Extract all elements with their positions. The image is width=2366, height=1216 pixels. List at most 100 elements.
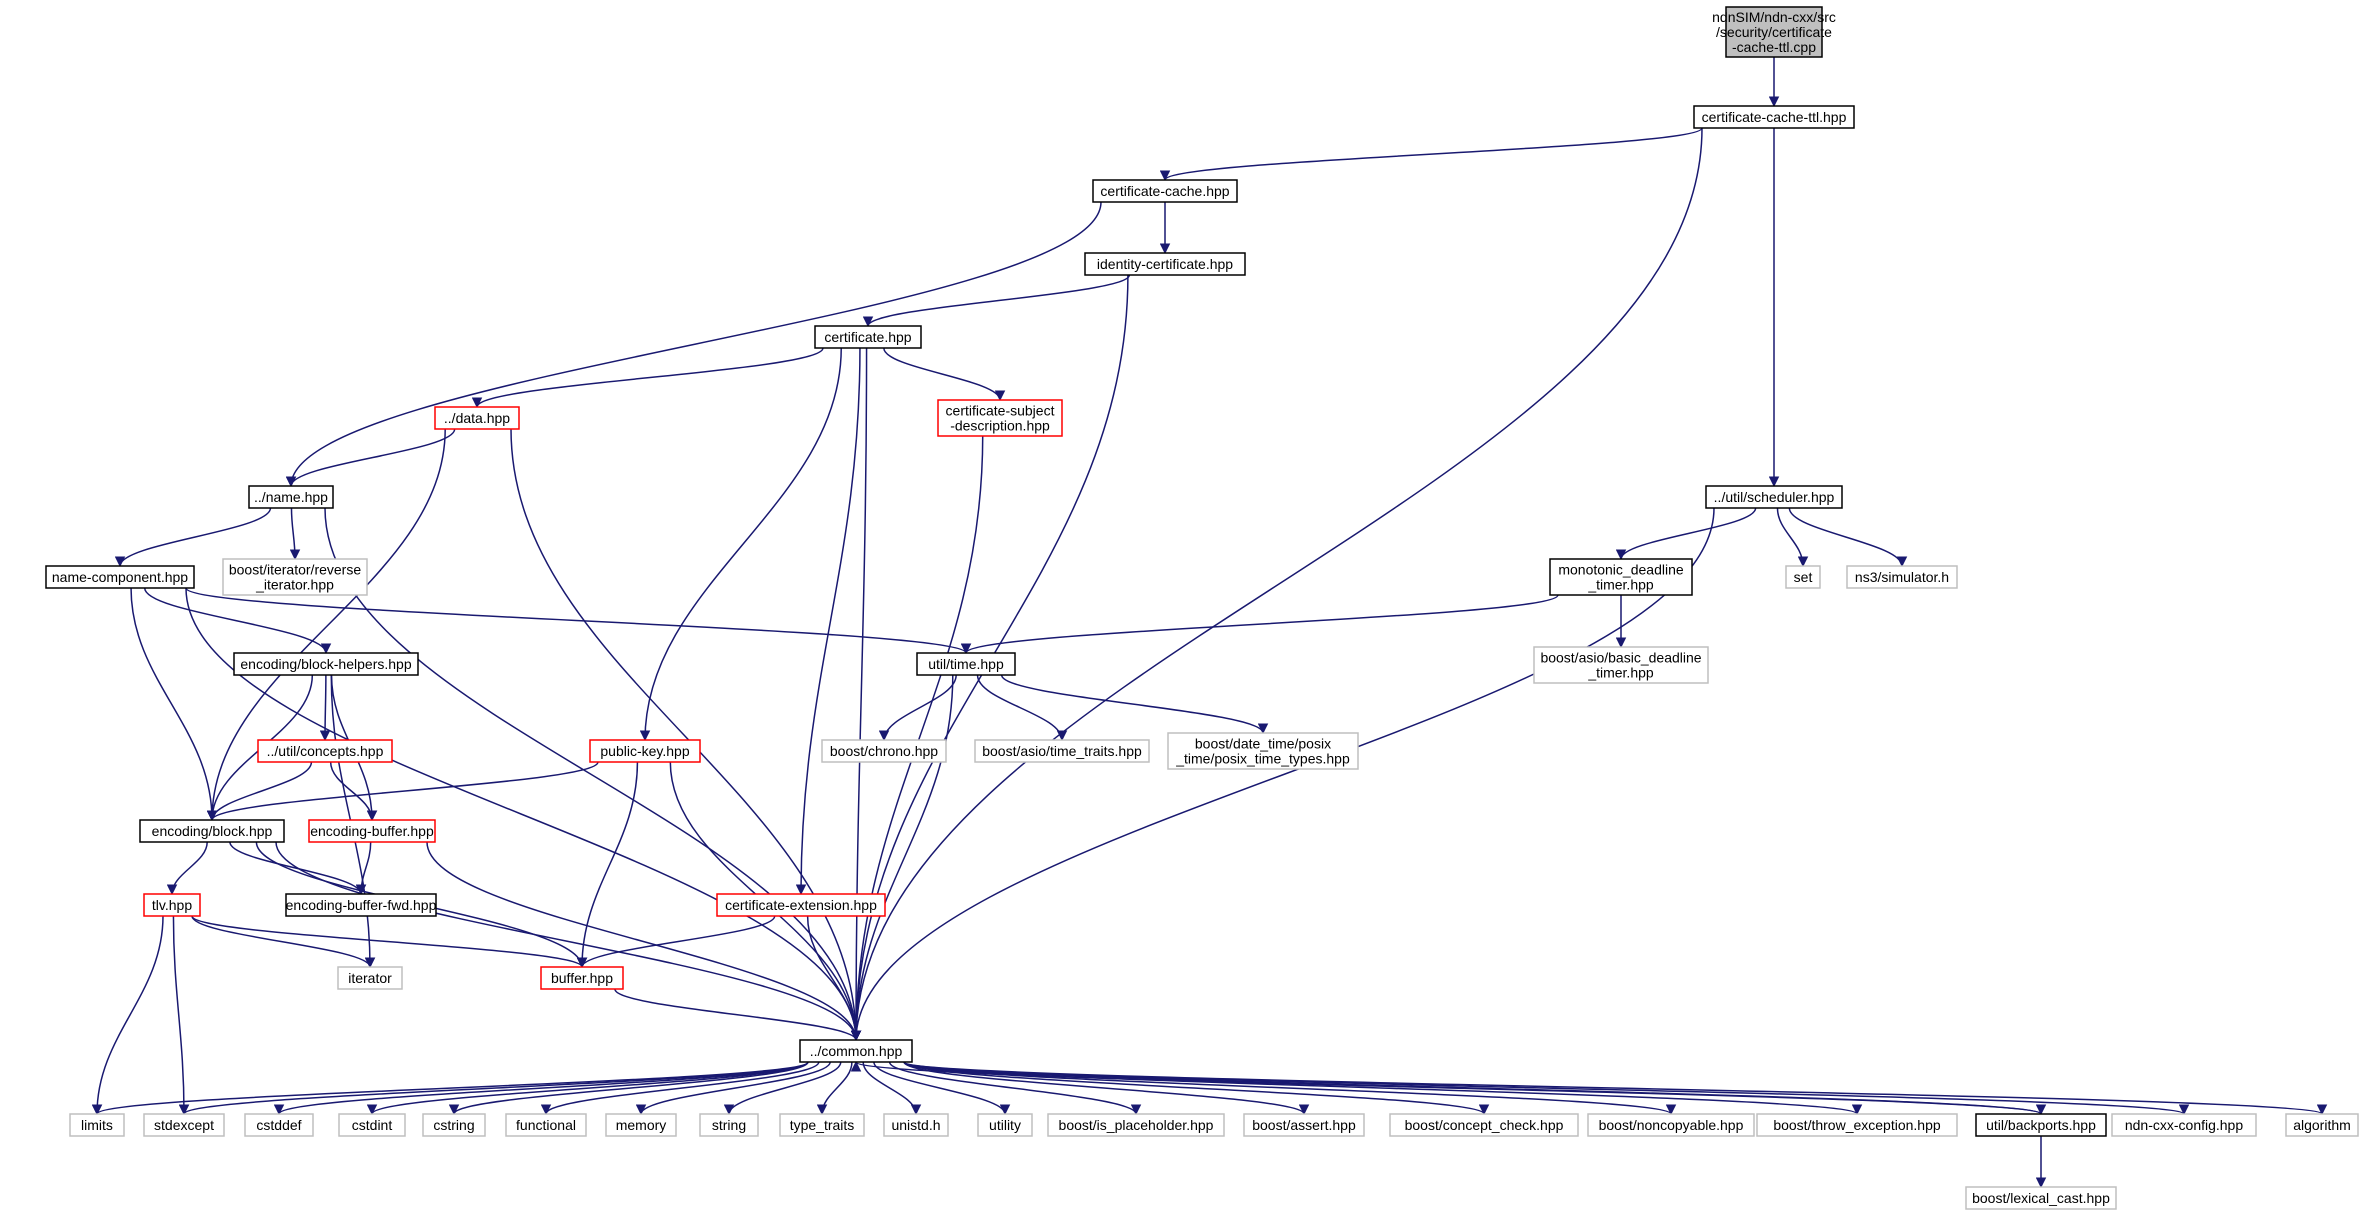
node-lexcast: boost/lexical_cast.hpp — [1965, 1186, 2117, 1210]
node-box — [699, 1113, 759, 1137]
edges-layer — [91, 56, 2327, 1189]
node-csd[interactable]: certificate-subject-description.hpp — [937, 399, 1063, 437]
node-label: boost/noncopyable.hpp — [1599, 1117, 1744, 1133]
node-label: ../util/concepts.hpp — [267, 743, 384, 759]
edge-cert-to-data — [471, 347, 824, 409]
node-label: boost/asio/basic_deadline — [1540, 650, 1701, 666]
node-label: tlv.hpp — [152, 897, 192, 913]
node-ic[interactable]: identity-certificate.hpp — [1084, 252, 1246, 276]
node-label: limits — [81, 1117, 113, 1133]
node-label: certificate-subject — [946, 403, 1055, 419]
edge-name-to-nc — [114, 507, 272, 568]
node-box — [2111, 1113, 2257, 1137]
node-box — [257, 739, 393, 763]
node-certext[interactable]: certificate-extension.hpp — [716, 893, 886, 917]
node-ebfwd[interactable]: encoding-buffer-fwd.hpp — [285, 893, 437, 917]
node-label: _timer.hpp — [1587, 577, 1654, 593]
node-utime[interactable]: util/time.hpp — [916, 652, 1016, 676]
node-root[interactable]: ndnSIM/ndn-cxx/src/security/certificate-… — [1712, 6, 1836, 58]
node-box — [977, 1113, 1033, 1137]
node-sched[interactable]: ../util/scheduler.hpp — [1705, 485, 1843, 509]
node-block[interactable]: encoding/block.hpp — [139, 819, 285, 843]
edge-utime-to-asiotime — [976, 674, 1068, 742]
edge-utime-to-common — [850, 674, 954, 1042]
node-label: -cache-ttl.cpp — [1732, 39, 1816, 55]
node-box — [1756, 1113, 1958, 1137]
node-cct[interactable]: certificate-cache-ttl.hpp — [1693, 105, 1855, 129]
node-bassert: boost/assert.hpp — [1243, 1113, 1365, 1137]
node-label: functional — [516, 1117, 576, 1133]
node-label: cstdint — [352, 1117, 393, 1133]
node-box — [422, 1113, 486, 1137]
node-asiotime: boost/asio/time_traits.hpp — [974, 739, 1150, 763]
node-cert[interactable]: certificate.hpp — [814, 325, 922, 349]
node-label: monotonic_deadline — [1558, 562, 1684, 578]
node-label: _time/posix_time_types.hpp — [1175, 751, 1350, 767]
node-box — [916, 652, 1016, 676]
node-box — [222, 558, 368, 596]
edge-cc-to-name — [285, 201, 1102, 488]
node-box — [2285, 1113, 2359, 1137]
node-bh[interactable]: encoding/block-helpers.hpp — [233, 652, 419, 676]
node-box — [1092, 179, 1238, 203]
node-bdt: boost/asio/basic_deadline_timer.hpp — [1533, 646, 1709, 684]
node-bconcept: boost/concept_check.hpp — [1389, 1113, 1579, 1137]
node-label: util/time.hpp — [928, 656, 1004, 672]
edge-pubkey-to-block — [206, 761, 599, 822]
node-tlv[interactable]: tlv.hpp — [143, 893, 201, 917]
node-label: public-key.hpp — [600, 743, 689, 759]
node-mdt[interactable]: monotonic_deadline_timer.hpp — [1549, 558, 1693, 596]
node-box — [434, 406, 520, 430]
edge-backports-to-common — [851, 1060, 2042, 1115]
node-string: string — [699, 1113, 759, 1137]
node-label: type_traits — [790, 1117, 855, 1133]
edge-nc-to-block — [130, 587, 218, 822]
edge-common-to-functional — [540, 1061, 820, 1116]
edge-ebuf-to-common — [426, 841, 862, 1042]
node-label: ns3/simulator.h — [1855, 569, 1949, 585]
node-isph: boost/is_placeholder.hpp — [1047, 1113, 1225, 1137]
node-label: name-component.hpp — [52, 569, 188, 585]
node-box — [1785, 565, 1821, 589]
node-box — [1693, 105, 1855, 129]
edge-cert-to-certext — [795, 347, 861, 896]
node-name[interactable]: ../name.hpp — [248, 485, 334, 509]
node-pubkey[interactable]: public-key.hpp — [589, 739, 701, 763]
node-label: utility — [989, 1117, 1021, 1133]
node-box — [1965, 1186, 2117, 1210]
node-box — [716, 893, 886, 917]
edge-concepts-to-ebuf — [329, 761, 378, 822]
node-box — [799, 1039, 913, 1063]
edge-common-to-string — [723, 1061, 842, 1116]
node-nc[interactable]: name-component.hpp — [45, 565, 195, 589]
edge-tlv-to-limits — [91, 915, 164, 1116]
node-label: boost/assert.hpp — [1252, 1117, 1356, 1133]
node-common[interactable]: ../common.hpp — [799, 1039, 913, 1063]
node-box — [1243, 1113, 1365, 1137]
node-box — [1389, 1113, 1579, 1137]
edge-csd-to-common — [850, 435, 984, 1042]
node-backports[interactable]: util/backports.hpp — [1975, 1113, 2107, 1137]
edge-data-to-common — [510, 428, 862, 1042]
node-box — [233, 652, 419, 676]
node-label: boost/date_time/posix — [1195, 736, 1331, 752]
node-buffer[interactable]: buffer.hpp — [540, 966, 624, 990]
node-label: iterator — [348, 970, 392, 986]
node-label: boost/concept_check.hpp — [1405, 1117, 1564, 1133]
node-ebuf[interactable]: encoding-buffer.hpp — [308, 819, 436, 843]
node-cc[interactable]: certificate-cache.hpp — [1092, 179, 1238, 203]
node-label: buffer.hpp — [551, 970, 613, 986]
node-label: encoding/block.hpp — [152, 823, 273, 839]
node-data[interactable]: ../data.hpp — [434, 406, 520, 430]
edge-ebuf-to-ebfwd — [355, 841, 372, 896]
node-label: ndn-cxx-config.hpp — [2125, 1117, 2244, 1133]
node-label: encoding/block-helpers.hpp — [240, 656, 411, 672]
node-box — [814, 325, 922, 349]
node-concepts[interactable]: ../util/concepts.hpp — [257, 739, 393, 763]
node-bir: boost/iterator/reverse_iterator.hpp — [222, 558, 368, 596]
node-label: encoding-buffer-fwd.hpp — [286, 897, 437, 913]
node-box — [1846, 565, 1958, 589]
edge-common-to-bthrow — [903, 1061, 1862, 1116]
node-box — [1084, 252, 1246, 276]
